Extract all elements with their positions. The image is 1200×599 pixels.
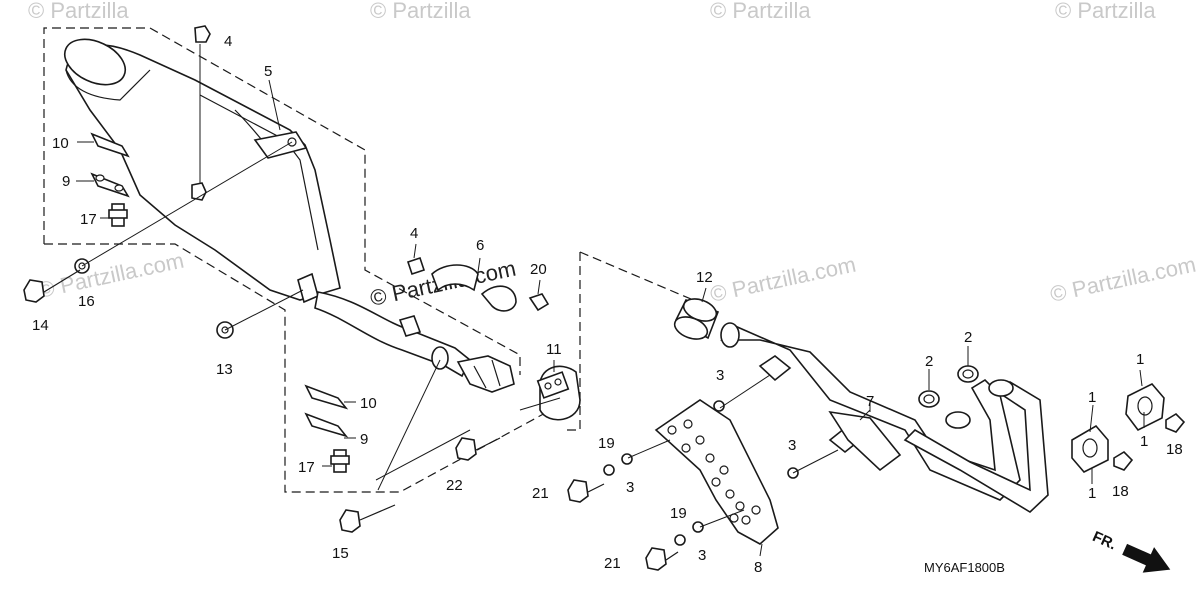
watermark: © Partzilla.com <box>708 252 858 307</box>
callout-9: 9 <box>360 431 368 448</box>
direction-label: FR. <box>1090 528 1119 553</box>
watermark: © Partzilla <box>710 0 811 23</box>
callout-2: 2 <box>925 353 933 370</box>
diagram-code: MY6AF1800B <box>924 560 1005 575</box>
callout-7: 7 <box>866 393 874 410</box>
callout-21: 21 <box>604 555 621 572</box>
watermark: © Partzilla.com <box>1048 252 1198 307</box>
watermark: © Partzilla <box>370 0 471 23</box>
muffler <box>63 38 341 304</box>
callout-1: 1 <box>1088 485 1096 502</box>
watermark: © Partzilla <box>28 0 129 23</box>
callout-1: 1 <box>1140 433 1148 450</box>
hardware <box>23 25 799 571</box>
callout-19: 19 <box>670 505 687 522</box>
collar <box>673 298 720 340</box>
gasket <box>431 264 517 393</box>
callout-1: 1 <box>1088 389 1096 406</box>
callout-10: 10 <box>52 135 69 152</box>
callout-3: 3 <box>716 367 724 384</box>
callout-3: 3 <box>788 437 796 454</box>
callouts: 4 5 10 9 17 14 16 13 4 6 20 11 10 9 17 2… <box>32 33 1183 576</box>
callout-14: 14 <box>32 317 49 334</box>
group-outlines <box>43 27 706 493</box>
callout-5: 5 <box>264 63 272 80</box>
callout-19: 19 <box>598 435 615 452</box>
callout-18: 18 <box>1112 483 1129 500</box>
callout-18: 18 <box>1166 441 1183 458</box>
callout-13: 13 <box>216 361 233 378</box>
callout-12: 12 <box>696 269 713 286</box>
callout-3: 3 <box>626 479 634 496</box>
joint-collars <box>1071 383 1186 473</box>
callout-4: 4 <box>224 33 232 50</box>
watermark: © Partzilla <box>1055 0 1156 23</box>
callout-16: 16 <box>78 293 95 310</box>
callout-4: 4 <box>410 225 418 242</box>
callout-1: 1 <box>1136 351 1144 368</box>
gaskets <box>918 365 979 408</box>
exhaust-header <box>720 322 1049 513</box>
callout-3: 3 <box>698 547 706 564</box>
band-clamp <box>536 365 581 421</box>
callout-21: 21 <box>532 485 549 502</box>
callout-9: 9 <box>62 173 70 190</box>
connecting-pipe <box>314 291 472 378</box>
leader-lines <box>76 44 1145 557</box>
callout-6: 6 <box>476 237 484 254</box>
front-direction-arrow: FR. <box>1090 528 1171 573</box>
callout-15: 15 <box>332 545 349 562</box>
callout-8: 8 <box>754 559 762 576</box>
callout-10: 10 <box>360 395 377 412</box>
bracket-holes <box>667 419 761 525</box>
watermark: © Partzilla.com <box>36 248 186 303</box>
callout-17: 17 <box>80 211 97 228</box>
callout-17: 17 <box>298 459 315 476</box>
callout-2: 2 <box>964 329 972 346</box>
callout-22: 22 <box>446 477 463 494</box>
callout-11: 11 <box>546 341 562 358</box>
bracket-plate <box>654 399 779 545</box>
callout-20: 20 <box>530 261 547 278</box>
